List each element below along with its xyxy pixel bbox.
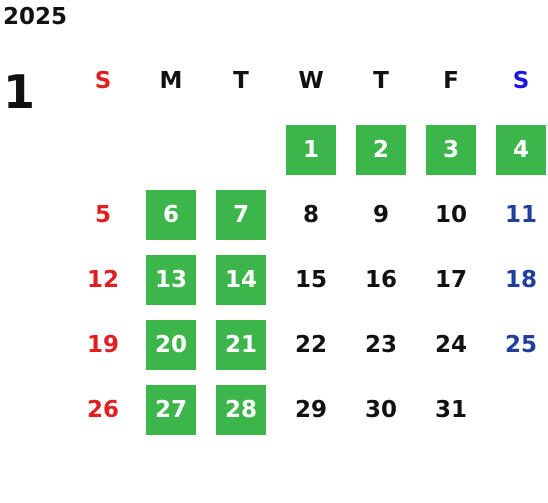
calendar-day-30[interactable]: 30 xyxy=(364,397,397,423)
calendar-day-4[interactable]: 4 xyxy=(496,125,546,175)
calendar-day-29[interactable]: 29 xyxy=(294,397,327,423)
calendar-day-5[interactable]: 5 xyxy=(94,202,111,228)
calendar-day-10[interactable]: 10 xyxy=(434,202,467,228)
calendar-day-9[interactable]: 9 xyxy=(372,202,389,228)
calendar-day-21[interactable]: 21 xyxy=(216,320,266,370)
calendar-day-31[interactable]: 31 xyxy=(434,397,467,423)
calendar-day-18[interactable]: 18 xyxy=(504,267,537,293)
calendar-day-2[interactable]: 2 xyxy=(356,125,406,175)
weekday-header-sat: S xyxy=(512,68,530,94)
calendar-day-7[interactable]: 7 xyxy=(216,190,266,240)
calendar-day-26[interactable]: 26 xyxy=(86,397,119,423)
month-label: 1 xyxy=(3,65,36,119)
calendar-day-12[interactable]: 12 xyxy=(86,267,119,293)
calendar-day-3[interactable]: 3 xyxy=(426,125,476,175)
calendar-day-1[interactable]: 1 xyxy=(286,125,336,175)
calendar-day-20[interactable]: 20 xyxy=(146,320,196,370)
calendar-day-16[interactable]: 16 xyxy=(364,267,397,293)
weekday-header-sun: S xyxy=(94,68,112,94)
calendar-day-24[interactable]: 24 xyxy=(434,332,467,358)
calendar-day-19[interactable]: 19 xyxy=(86,332,119,358)
weekday-header-tue: T xyxy=(233,68,249,94)
year-label: 2025 xyxy=(3,4,68,30)
calendar-day-25[interactable]: 25 xyxy=(504,332,537,358)
calendar-day-28[interactable]: 28 xyxy=(216,385,266,435)
calendar-day-17[interactable]: 17 xyxy=(434,267,467,293)
calendar-day-27[interactable]: 27 xyxy=(146,385,196,435)
calendar-day-23[interactable]: 23 xyxy=(364,332,397,358)
calendar-day-22[interactable]: 22 xyxy=(294,332,327,358)
calendar-day-8[interactable]: 8 xyxy=(302,202,319,228)
calendar-day-15[interactable]: 15 xyxy=(294,267,327,293)
weekday-header-wed: W xyxy=(298,68,324,94)
weekday-header-thu: T xyxy=(373,68,389,94)
calendar-day-14[interactable]: 14 xyxy=(216,255,266,305)
calendar-day-13[interactable]: 13 xyxy=(146,255,196,305)
calendar-day-6[interactable]: 6 xyxy=(146,190,196,240)
weekday-header-mon: M xyxy=(159,68,183,94)
calendar-day-11[interactable]: 11 xyxy=(504,202,537,228)
weekday-header-fri: F xyxy=(443,68,459,94)
